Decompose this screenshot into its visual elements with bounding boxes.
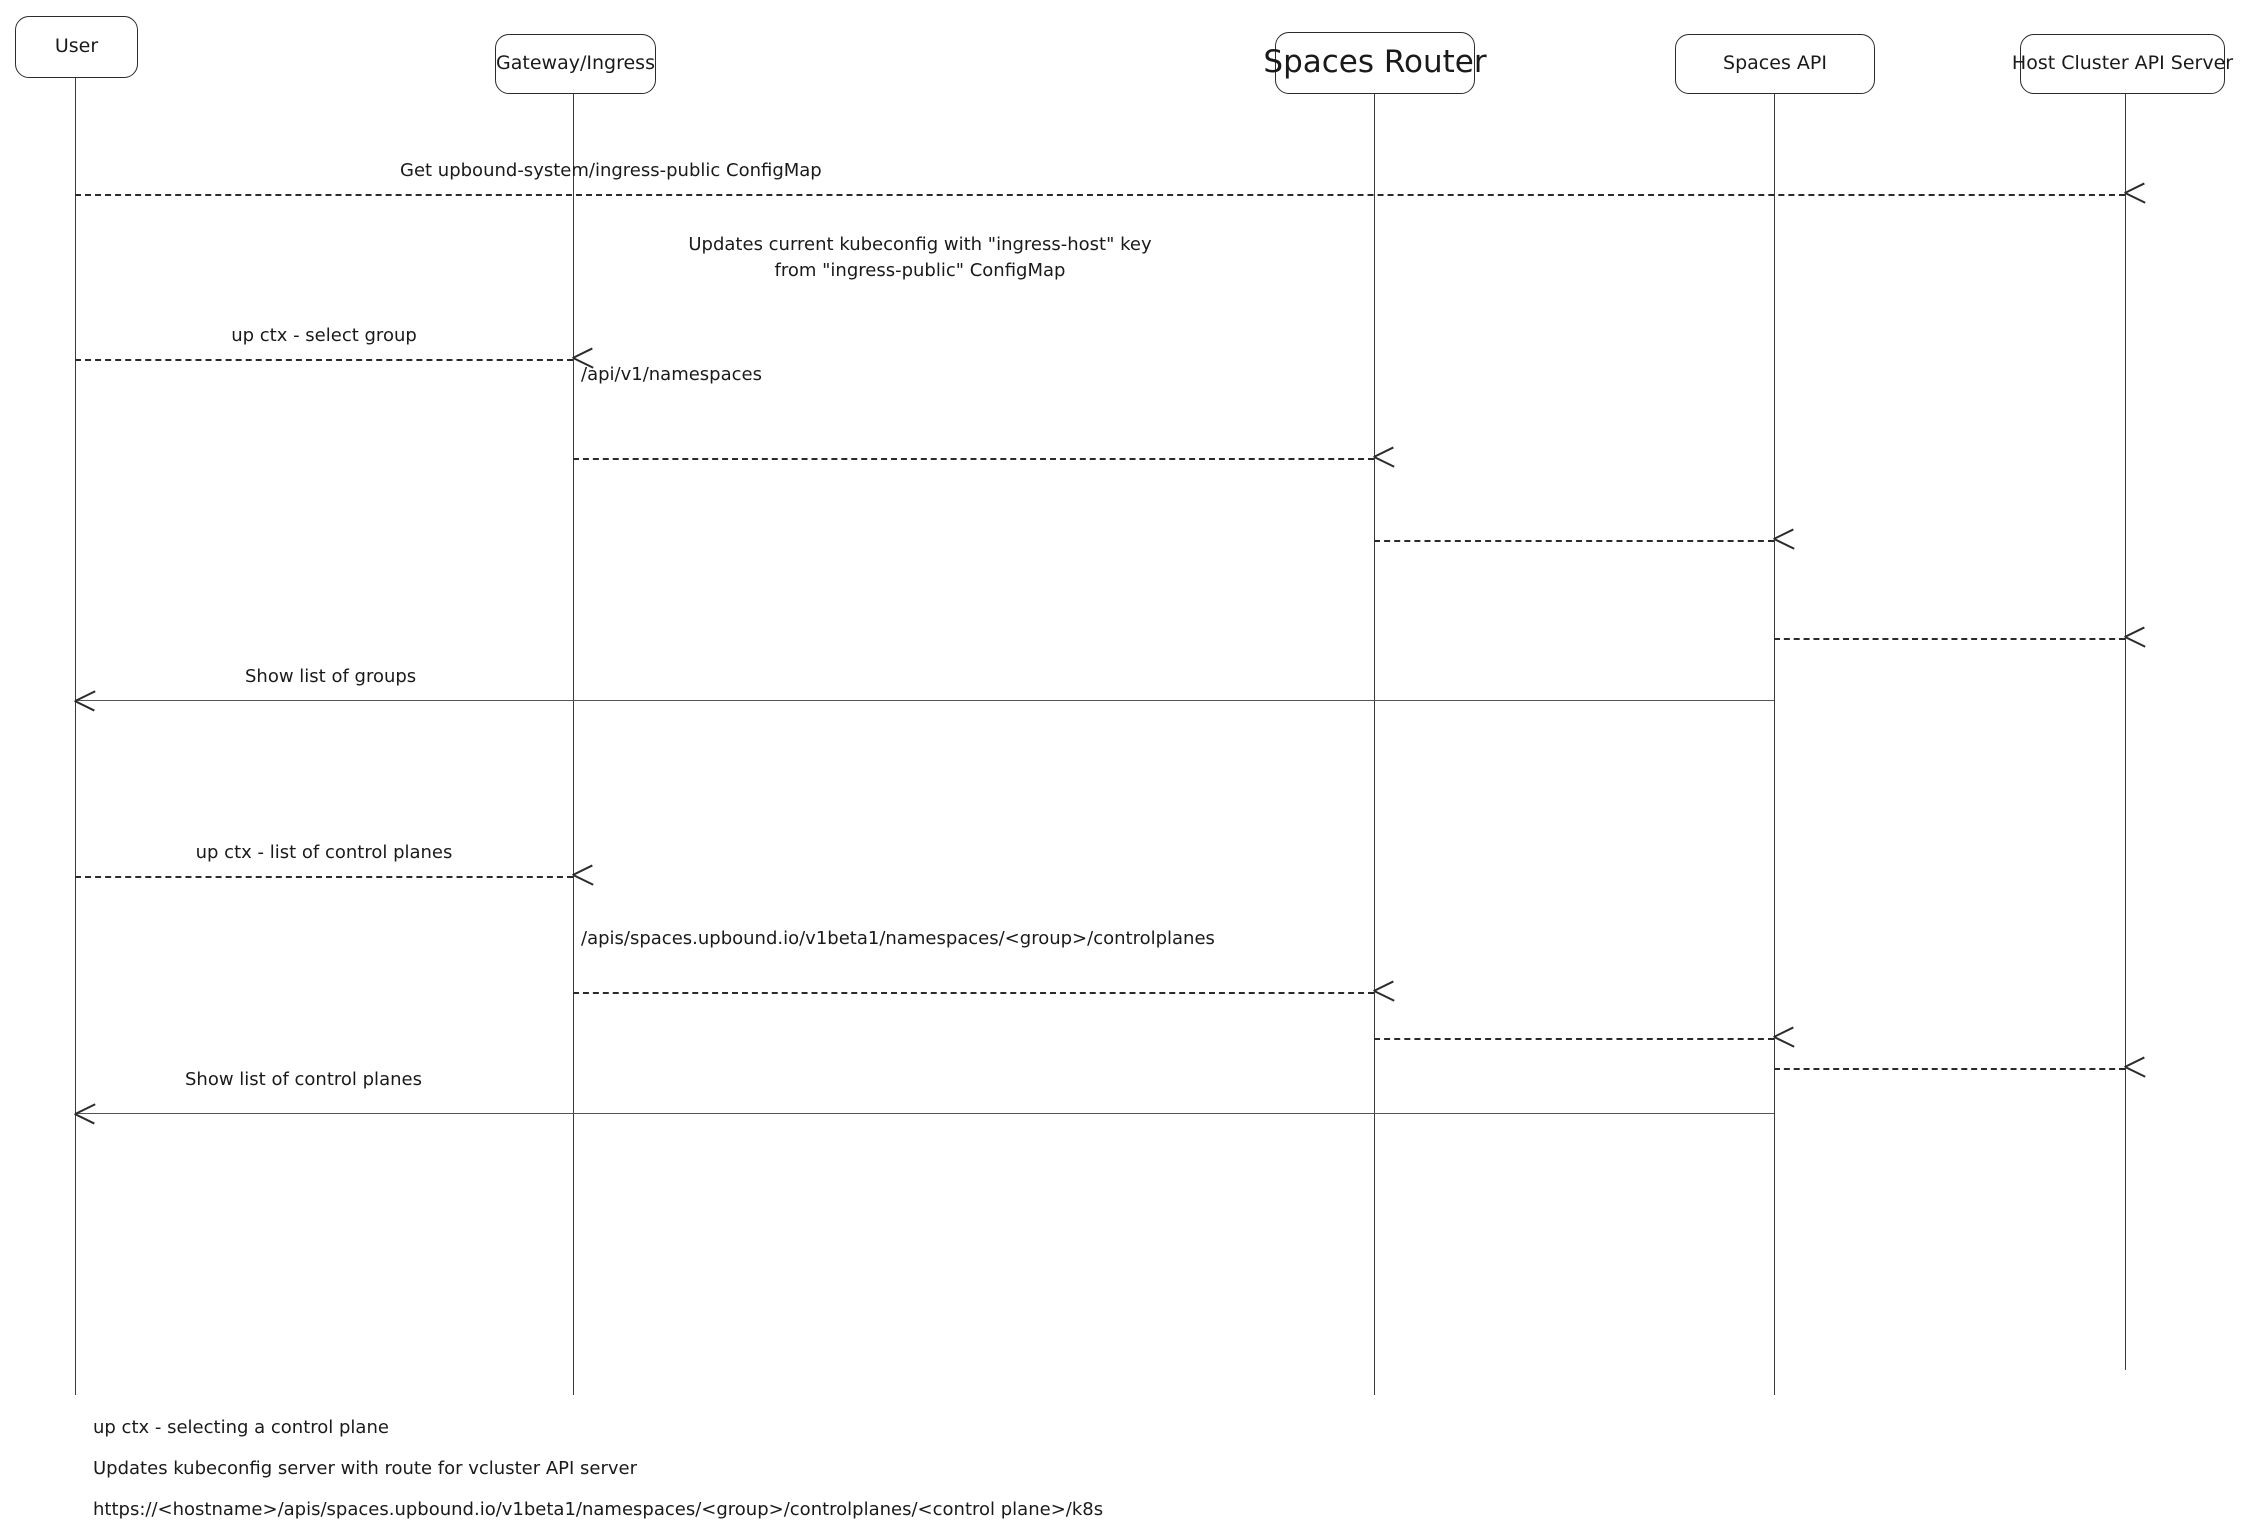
- message-line: [75, 1113, 1774, 1114]
- message-label: Show list of groups: [245, 665, 417, 687]
- message-label: up ctx - select group: [231, 324, 417, 346]
- lifeline-gateway: [573, 94, 574, 1395]
- message-line: [573, 992, 1374, 994]
- note-kubeconfig-ingress-host: Updates current kubeconfig with "ingress…: [688, 234, 1152, 282]
- footer-line-2: Updates kubeconfig server with route for…: [93, 1458, 637, 1479]
- lifeline-host-api: [2125, 94, 2126, 1370]
- participant-spaces-api[interactable]: Spaces API: [1675, 34, 1875, 94]
- message-line: [75, 359, 573, 361]
- message-label: /apis/spaces.upbound.io/v1beta1/namespac…: [581, 927, 1215, 949]
- message-line: [1374, 1038, 1774, 1040]
- message-label: up ctx - list of control planes: [195, 841, 453, 863]
- participant-label: Spaces API: [1723, 52, 1827, 75]
- message-line: [75, 194, 2125, 196]
- message-line: [1774, 1068, 2125, 1070]
- message-line: [75, 876, 573, 878]
- participant-label: Host Cluster API Server: [2011, 52, 2234, 75]
- message-label: Show list of control planes: [185, 1068, 422, 1090]
- participant-label: User: [54, 35, 99, 58]
- lifeline-user: [75, 78, 76, 1395]
- message-line: [75, 700, 1774, 701]
- message-label: Get upbound-system/ingress-public Config…: [400, 159, 822, 181]
- participant-spaces-router[interactable]: Spaces Router: [1263, 32, 1487, 94]
- participant-user[interactable]: User: [15, 16, 138, 78]
- lifeline-router: [1374, 94, 1375, 1395]
- participant-label: Spaces Router: [1263, 44, 1487, 81]
- footer-line-3: https://<hostname>/apis/spaces.upbound.i…: [93, 1499, 1104, 1520]
- message-line: [1374, 540, 1774, 542]
- lifeline-spaces-api: [1774, 94, 1775, 1395]
- message-label: /api/v1/namespaces: [581, 363, 762, 385]
- participant-gateway-ingress[interactable]: Gateway/Ingress: [495, 34, 656, 94]
- participant-host-cluster-api-server[interactable]: Host Cluster API Server: [2012, 34, 2233, 94]
- message-line: [1774, 638, 2125, 640]
- footer-line-1: up ctx - selecting a control plane: [93, 1417, 389, 1438]
- participant-label: Gateway/Ingress: [496, 52, 655, 75]
- message-line: [573, 458, 1374, 460]
